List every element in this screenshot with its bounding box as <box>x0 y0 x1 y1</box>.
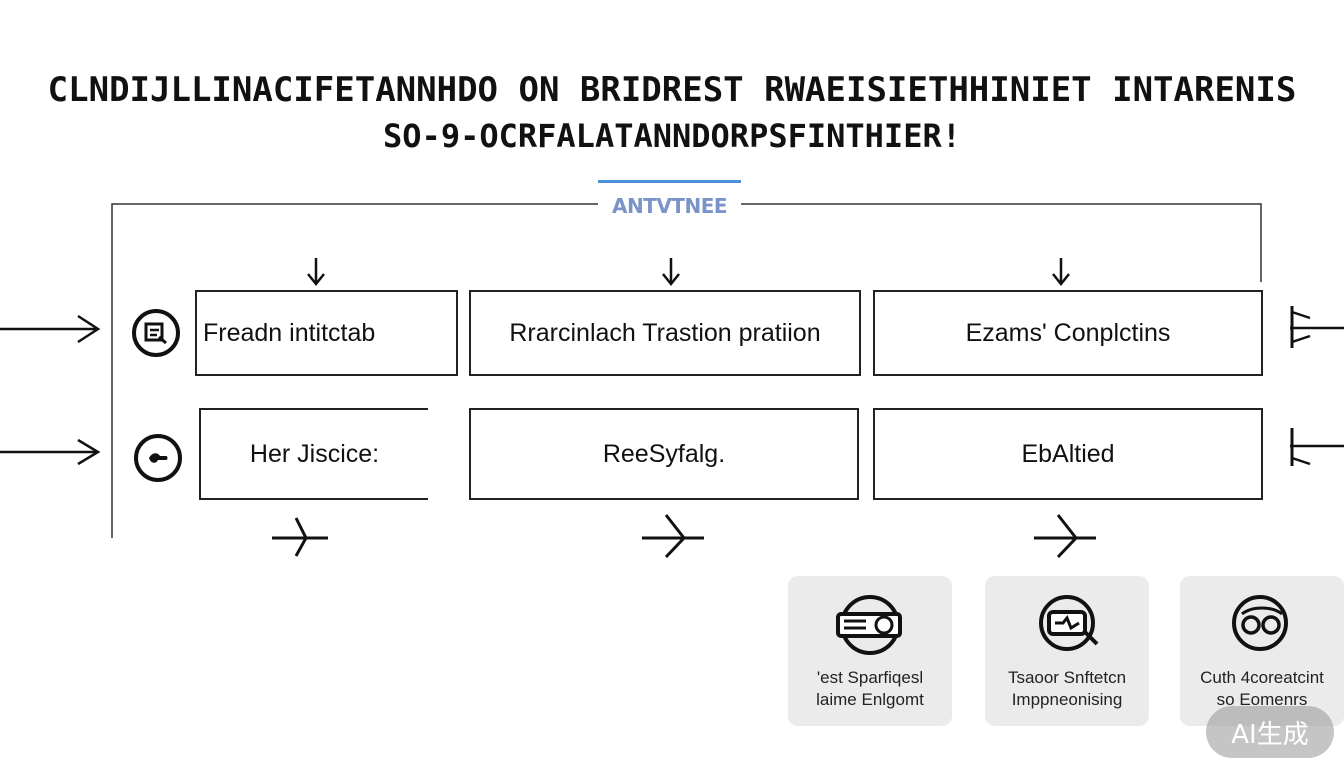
step-box-1-3: Ezams' Conplctins <box>873 290 1263 376</box>
down-arrow-3 <box>1052 258 1070 287</box>
right-mark-row-1 <box>1290 306 1344 348</box>
bottom-arrow-3 <box>1034 514 1096 559</box>
feature-card-2-line-1: Tsaoor Snftetcn <box>1007 668 1127 687</box>
diagram-title-line-1: CLNDIJLLINACIFETANNHDO ON BRIDREST RWAEI… <box>47 70 1297 110</box>
feature-card-1-line-2: laime Enlgomt <box>816 690 924 709</box>
entry-arrow-row-1 <box>0 314 101 344</box>
bottom-arrow-1 <box>272 517 328 557</box>
step-box-1-2: Rrarcinlach Trastion pratiion <box>469 290 861 376</box>
entry-arrow-row-2 <box>0 438 101 466</box>
step-box-2-3: EbAltied <box>873 408 1263 500</box>
glasses-icon <box>1232 595 1288 651</box>
feature-card-2-line-2: Imppneonising <box>1011 690 1123 709</box>
monitor-icon <box>836 595 902 655</box>
diagram-title-line-2: SO-9-OCRFALATANNDORPSFINTHIER! <box>383 117 961 155</box>
note-icon <box>132 309 180 357</box>
header-tab-label: ANTVTNEE <box>611 194 728 218</box>
feature-card-1: 'est Sparfiqesl laime Enlgomt <box>788 576 952 726</box>
feature-card-1-line-1: 'est Sparfiqesl <box>816 668 924 687</box>
bottom-arrow-2 <box>642 514 704 559</box>
chat-icon <box>1039 595 1099 651</box>
right-mark-row-2 <box>1290 428 1344 466</box>
header-tab-accent-bar <box>598 180 741 183</box>
feature-card-3-line-2: so Eomenrs <box>1216 690 1308 709</box>
down-arrow-2 <box>662 258 680 287</box>
down-arrow-1 <box>307 258 325 287</box>
header-tab: ANTVTNEE <box>598 180 741 224</box>
ai-generated-watermark: AI生成 <box>1206 706 1334 758</box>
step-box-2-2: ReeSyfalg. <box>469 408 859 500</box>
step-box-1-1: Freadn intitctab <box>195 290 458 376</box>
hand-icon <box>134 434 182 482</box>
step-box-2-1: Her Jiscice: <box>199 408 428 500</box>
feature-card-3-line-1: Cuth 4coreatcint <box>1200 668 1324 687</box>
feature-card-2: Tsaoor Snftetcn Imppneonising <box>985 576 1149 726</box>
frame-line <box>111 203 1262 538</box>
feature-card-3: Cuth 4coreatcint so Eomenrs <box>1180 576 1344 726</box>
